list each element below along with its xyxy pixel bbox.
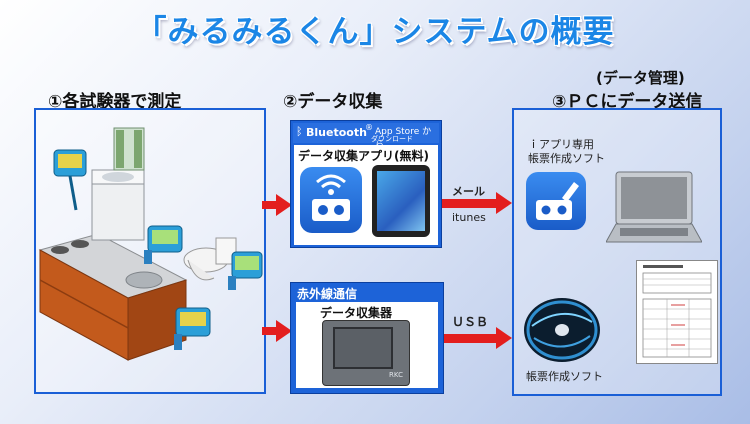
app-icon xyxy=(300,167,362,233)
arrow-to-app xyxy=(262,201,278,209)
step3-label: ③ＰＣにデータ送信 xyxy=(552,92,703,112)
collector-logo: RKC xyxy=(389,371,403,379)
report-app-icon xyxy=(526,172,586,230)
signal-device-icon xyxy=(312,174,350,221)
tablet-image xyxy=(372,165,430,237)
software-label: 帳票作成ソフト xyxy=(526,370,603,383)
download-text: ダウンロード xyxy=(371,135,413,143)
registered-mark: ® xyxy=(365,123,373,132)
bluetooth-icon: ᛒ xyxy=(296,125,303,138)
collector-panel: データ収集器 RKC xyxy=(296,302,438,388)
software-disc-image xyxy=(524,298,600,362)
arrow-itunes-label: itunes xyxy=(452,211,486,224)
arrow-mail-head xyxy=(496,192,512,214)
bluetooth-app-box: ᛒ Bluetooth ® App Store から ダウンロード データ収集ア… xyxy=(290,120,442,248)
collector-title: データ収集器 xyxy=(320,306,393,320)
app-title: データ収集アプリ(無料) xyxy=(298,149,429,163)
bluetooth-header: ᛒ Bluetooth ® App Store から ダウンロード xyxy=(293,123,439,150)
arrow-mail-label: メール xyxy=(452,185,485,198)
bluetooth-brand: Bluetooth xyxy=(306,126,367,139)
report-sheet-image xyxy=(636,260,718,364)
arrow-to-app-head xyxy=(276,194,292,216)
pencil-device-icon xyxy=(536,182,579,220)
arrow-usb-label: ＵＳＢ xyxy=(452,315,489,329)
arrow-mail xyxy=(442,199,498,208)
page-title: 「みるみるくん」システムの概要 xyxy=(135,14,615,50)
step1-label: ①各試験器で測定 xyxy=(48,92,182,112)
app-panel: データ収集アプリ(無料) xyxy=(294,145,438,245)
arrow-to-collector xyxy=(262,327,278,335)
step3-sub-label: (データ管理) xyxy=(596,69,685,87)
iapp-label-line1: ｉアプリ専用 xyxy=(528,138,594,151)
collector-device: RKC xyxy=(322,320,410,386)
collector-screen xyxy=(333,327,393,369)
arrow-usb-head xyxy=(496,327,512,349)
kitchen-equipment-illustration xyxy=(38,127,263,361)
laptop-image xyxy=(606,171,702,243)
step2-label: ②データ収集 xyxy=(283,92,383,112)
iapp-label-line2: 帳票作成ソフト xyxy=(528,152,605,165)
arrow-usb xyxy=(444,334,498,343)
measurement-frame xyxy=(34,108,266,394)
infrared-label: 赤外線通信 xyxy=(297,287,358,301)
infrared-collector-box: 赤外線通信 データ収集器 RKC xyxy=(290,282,444,394)
arrow-to-collector-head xyxy=(276,320,292,342)
pc-frame: ｉアプリ専用 帳票作成ソフト xyxy=(512,108,722,396)
